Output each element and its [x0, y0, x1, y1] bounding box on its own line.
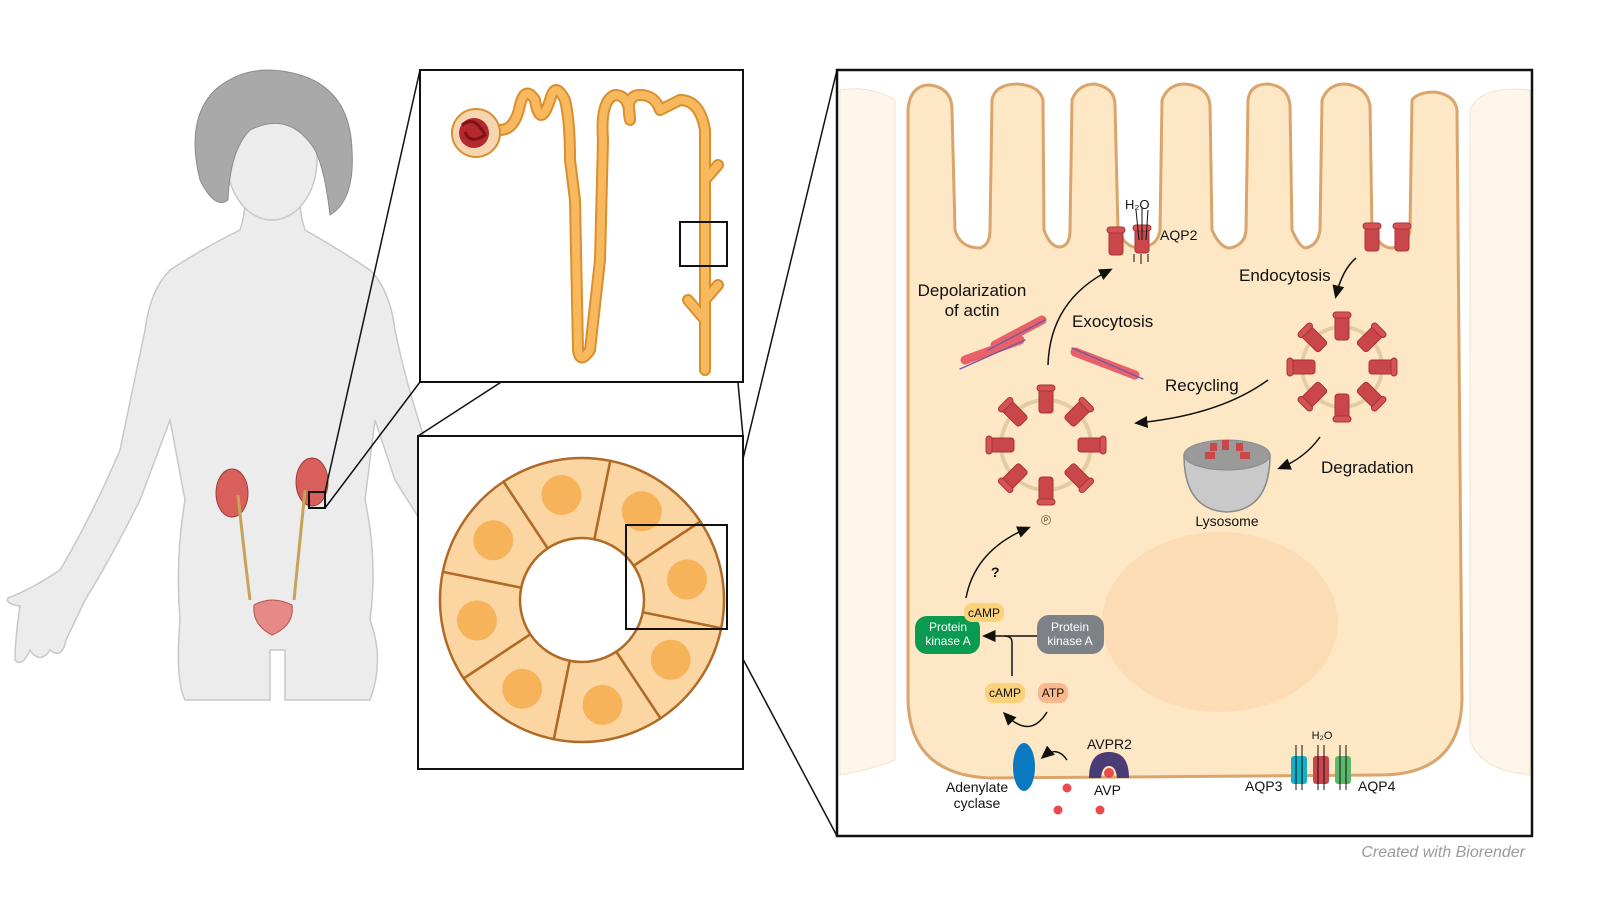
human-figure [6, 69, 426, 701]
aqp2-icon [1368, 357, 1398, 377]
aqp2-icon [1286, 357, 1316, 377]
nucleus [1102, 532, 1338, 712]
avpr2-receptor-icon [1089, 752, 1129, 778]
h2o-label-top: H₂O [1125, 197, 1150, 212]
question-mark: ? [991, 564, 1000, 580]
aqp3-aqp4-channels [1291, 745, 1351, 790]
aqp2-icon [1036, 476, 1056, 506]
vesicle-recycling [985, 384, 1107, 506]
aqp2-icon [1077, 435, 1107, 455]
adenylate-cyclase-label-2: cyclase [954, 795, 1001, 811]
aqp2-icon [1332, 311, 1352, 341]
endocytosis-label: Endocytosis [1239, 266, 1331, 285]
camp: cAMP [985, 683, 1025, 703]
tubule-nucleus [502, 668, 543, 709]
degradation-label: Degradation [1321, 458, 1414, 477]
aqp2-icon [985, 435, 1015, 455]
tubule-cross-section-panel [417, 435, 744, 770]
svg-text:cAMP: cAMP [989, 686, 1021, 700]
aqp2-icon [1332, 393, 1352, 423]
depolarization-label-2: of actin [945, 301, 1000, 320]
camp-bound: cAMP [964, 603, 1004, 622]
tubule-nucleus [650, 639, 691, 680]
adenylate-cyclase-icon [1013, 743, 1035, 791]
pathway-arrows [965, 257, 1357, 761]
recycling-label: Recycling [1165, 376, 1239, 395]
pka-active: Protein kinase A [915, 616, 980, 654]
svg-text:kinase A: kinase A [925, 634, 970, 648]
lysosome-icon [1183, 439, 1271, 513]
phosphate-icon [1041, 515, 1051, 525]
tubule-nucleus [456, 600, 497, 641]
atp: ATP [1038, 683, 1068, 703]
tubule-nucleus [582, 685, 623, 726]
exocytosis-label: Exocytosis [1072, 312, 1153, 331]
aqp2-membrane [1106, 208, 1412, 264]
h2o-label-bottom: H₂O [1312, 730, 1333, 742]
pka-inactive: Protein kinase A [1037, 615, 1104, 654]
tubule-nucleus [621, 491, 662, 532]
avp-label: AVP [1094, 782, 1121, 798]
aqp2-label: AQP2 [1160, 227, 1198, 243]
nephron-panel [419, 69, 744, 383]
adenylate-cyclase-label-1: Adenylate [946, 779, 1008, 795]
avpr2-label: AVPR2 [1087, 736, 1132, 752]
svg-text:cAMP: cAMP [968, 606, 1000, 620]
svg-text:Protein: Protein [929, 620, 967, 634]
tubule-nucleus [541, 474, 582, 515]
lysosome-label: Lysosome [1195, 513, 1259, 529]
svg-text:ATP: ATP [1042, 686, 1064, 700]
tubule-nucleus [473, 520, 514, 561]
aqp3-label: AQP3 [1245, 778, 1283, 794]
vesicle-endocytic [1286, 311, 1398, 423]
phosphate-label: P [1044, 518, 1048, 524]
aqp2-icon [1036, 384, 1056, 414]
svg-text:kinase A: kinase A [1047, 634, 1092, 648]
actin-filaments-icon [959, 315, 1144, 380]
svg-text:Protein: Protein [1051, 620, 1089, 634]
aqp4-label: AQP4 [1358, 778, 1396, 794]
avp-molecules [1053, 768, 1114, 815]
depolarization-label-1: Depolarization [918, 281, 1027, 300]
tubule-nucleus [667, 559, 708, 600]
watermark: Created with Biorender [1361, 844, 1525, 861]
